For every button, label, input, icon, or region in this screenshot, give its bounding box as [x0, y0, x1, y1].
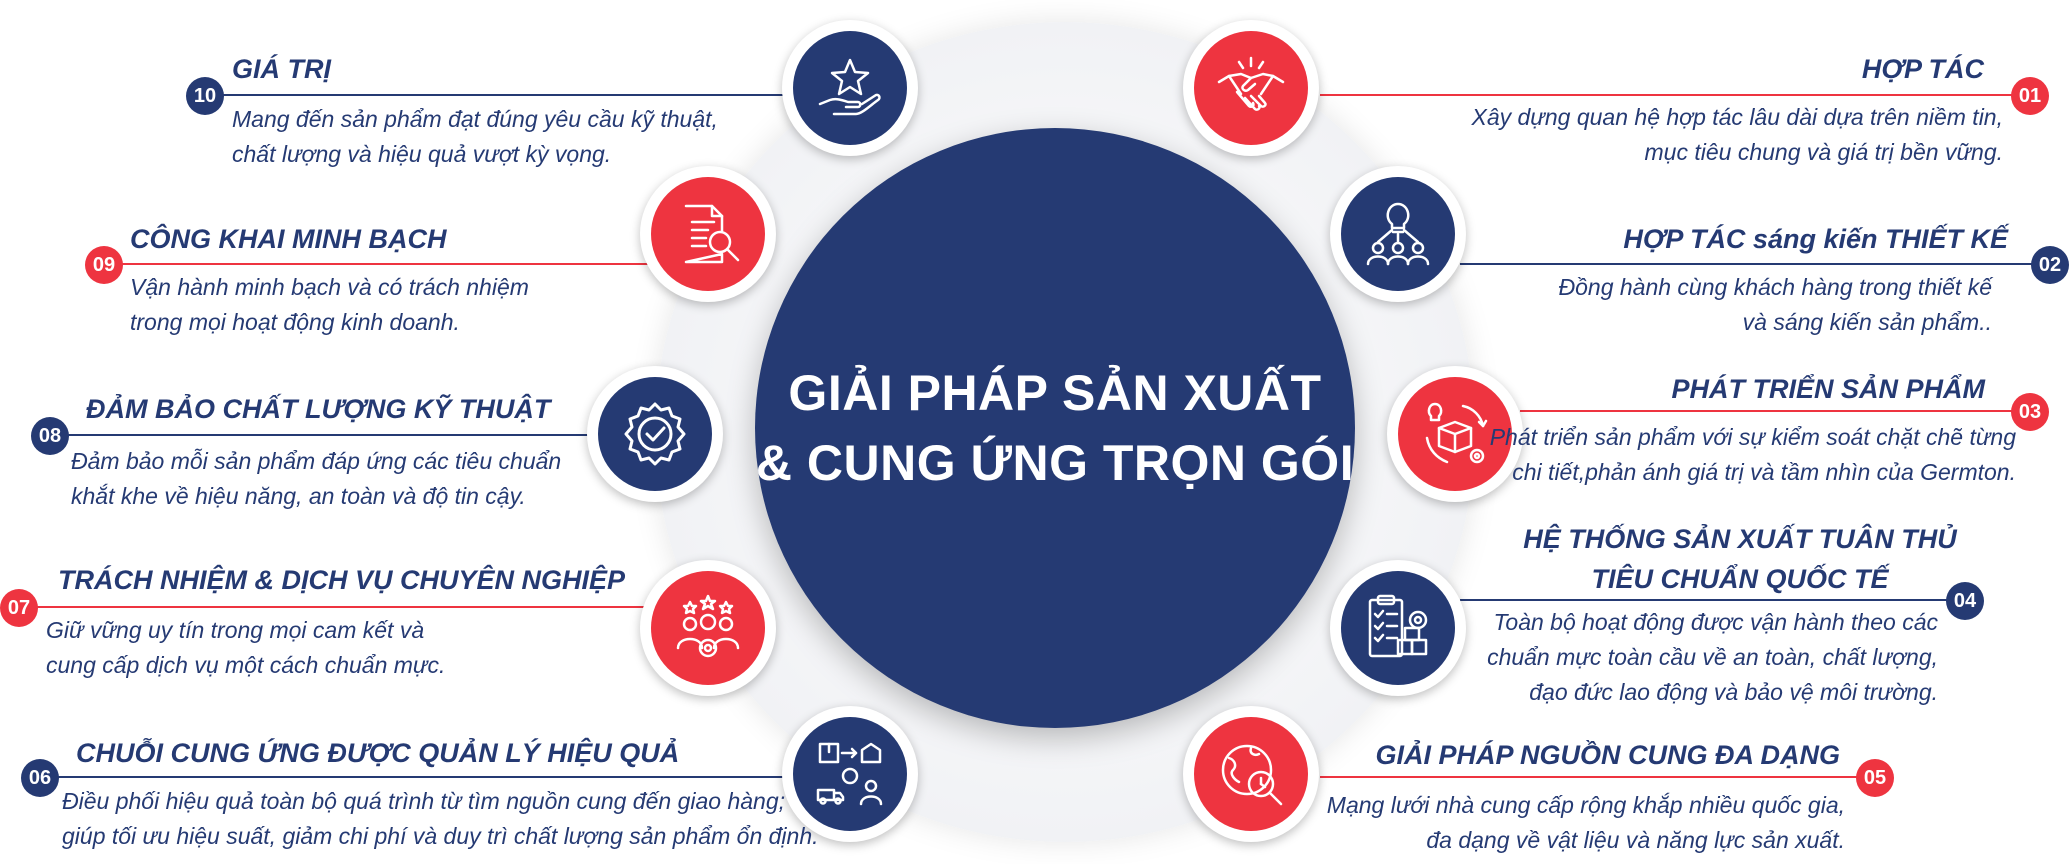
title-03: PHÁT TRIỂN SẢN PHẨM: [1671, 374, 1985, 404]
badge-01: 01: [2011, 77, 2049, 115]
desc-03-line2: chi tiết,phản ánh giá trị và tầm nhìn củ…: [1512, 459, 2016, 485]
desc-01-line1: Xây dựng quan hệ hợp tác lâu dài dựa trê…: [1471, 104, 2003, 130]
badge-10: 10: [186, 77, 224, 115]
document-search-icon: [684, 204, 740, 264]
checklist-boxes-icon: [1368, 594, 1428, 658]
desc-05-line1: Mạng lưới nhà cung cấp rộng khắp nhiều q…: [1326, 792, 1845, 818]
title-05: GIẢI PHÁP NGUỒN CUNG ĐA DẠNG: [1375, 740, 1840, 770]
icon-circle-07: [640, 560, 776, 696]
title-07: TRÁCH NHIỆM & DỊCH VỤ CHUYÊN NGHIỆP: [58, 565, 626, 595]
desc-09-line1: Vận hành minh bạch và có trách nhiệm: [130, 274, 529, 300]
desc-05-line2: đa dạng về vật liệu và năng lực sản xuất…: [1426, 827, 1845, 853]
desc-02-line1: Đồng hành cùng khách hàng trong thiết kế: [1558, 274, 1993, 300]
desc-07-line1: Giữ vững uy tín trong mọi cam kết và: [46, 617, 425, 643]
icon-circle-10: [782, 20, 918, 156]
product-development-icon: [1425, 402, 1488, 464]
desc-06-line1: Điều phối hiệu quả toàn bộ quá trình từ …: [62, 788, 786, 814]
icon-circle-05: [1183, 706, 1319, 842]
gear-check-icon: [624, 402, 686, 466]
desc-08-line1: Đảm bảo mỗi sản phẩm đáp ứng các tiêu ch…: [71, 448, 562, 474]
icon-circle-03: [1387, 366, 1523, 502]
title-04-line2: TIÊU CHUẨN QUỐC TẾ: [1591, 564, 1889, 594]
badge-04: 04: [1946, 582, 1984, 620]
title-08: ĐẢM BẢO CHẤT LƯỢNG KỸ THUẬT: [86, 394, 551, 424]
title-10: GIÁ TRỊ: [232, 54, 331, 84]
desc-08-line2: khắt khe về hiệu năng, an toàn và độ tin…: [71, 483, 526, 509]
center-title-line1: GIẢI PHÁP SẢN XUẤT: [788, 365, 1322, 421]
badge-02: 02: [2031, 246, 2069, 284]
title-06: CHUỖI CUNG ỨNG ĐƯỢC QUẢN LÝ HIỆU QUẢ: [76, 738, 680, 768]
title-04-line1: HỆ THỐNG SẢN XUẤT TUÂN THỦ: [1523, 524, 1957, 554]
center-circle: GIẢI PHÁP SẢN XUẤT & CUNG ỨNG TRỌN GÓI: [755, 128, 1355, 728]
icon-circle-02: [1330, 166, 1466, 302]
supply-chain-icon: [816, 742, 883, 806]
desc-10-line1: Mang đến sản phẩm đạt đúng yêu cầu kỹ th…: [232, 106, 718, 132]
idea-team-icon: [1366, 202, 1430, 266]
handshake-icon: [1217, 56, 1285, 111]
global-search-icon: [1221, 744, 1283, 806]
badge-07: 07: [0, 589, 38, 627]
title-02: HỢP TÁC sáng kiến THIẾT KẾ: [1623, 224, 2008, 254]
desc-06-line2: giúp tối ưu hiệu suất, giảm chi phí và d…: [62, 823, 819, 849]
title-01: HỢP TÁC: [1861, 54, 1984, 84]
team-rating-icon: [676, 594, 740, 658]
icon-circle-04: [1330, 560, 1466, 696]
desc-02-line2: và sáng kiến sản phẩm..: [1742, 309, 1992, 335]
icon-circle-06: [782, 706, 918, 842]
desc-01-line2: mục tiêu chung và giá trị bền vững.: [1644, 139, 2004, 165]
star-hand-icon: [818, 58, 881, 116]
title-09: CÔNG KHAI MINH BẠCH: [130, 224, 447, 254]
icon-circle-08: [587, 366, 723, 502]
desc-04-line3: đạo đức lao động và bảo vệ môi trường.: [1529, 679, 1938, 705]
desc-10-line2: chất lượng và hiệu quả vượt kỳ vọng.: [232, 141, 612, 167]
icon-circle-09: [640, 166, 776, 302]
badge-05: 05: [1856, 759, 1894, 797]
desc-04-line2: chuẩn mực toàn cầu về an toàn, chất lượn…: [1487, 644, 1938, 670]
icon-circle-01: [1183, 20, 1319, 156]
badge-03: 03: [2011, 393, 2049, 431]
desc-09-line2: trong mọi hoạt động kinh doanh.: [130, 309, 460, 335]
badge-08: 08: [31, 417, 69, 455]
desc-03-line1: Phát triển sản phẩm với sự kiểm soát chặ…: [1489, 424, 2016, 450]
desc-07-line2: cung cấp dịch vụ một cách chuẩn mực.: [46, 652, 446, 678]
center-title-line2: & CUNG ỨNG TRỌN GÓI: [755, 435, 1355, 491]
badge-09: 09: [85, 246, 123, 284]
badge-06: 06: [21, 759, 59, 797]
desc-04-line1: Toàn bộ hoạt động được vận hành theo các: [1493, 609, 1938, 635]
